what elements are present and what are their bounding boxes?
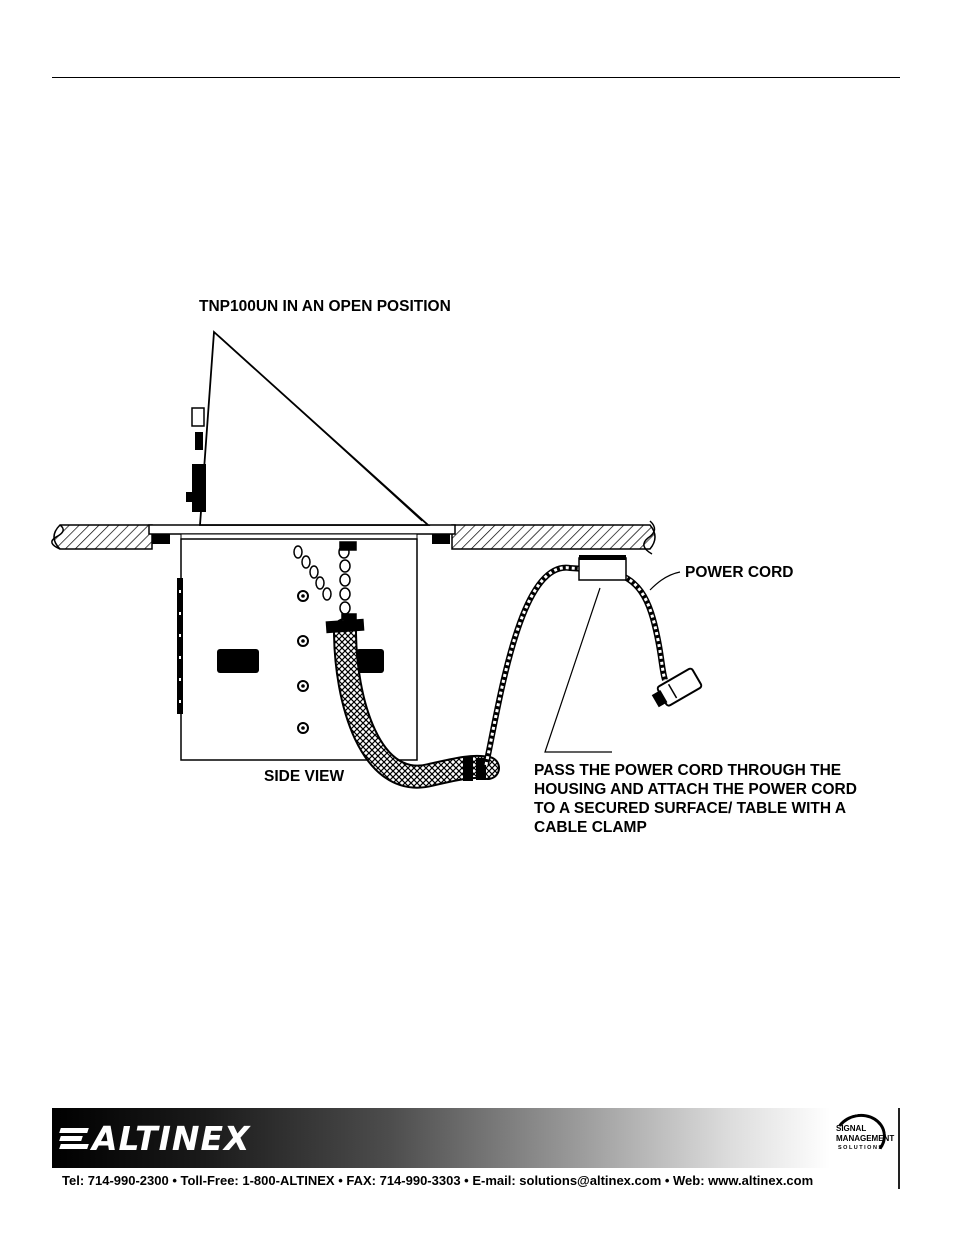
figure-title: TNP100UN IN AN OPEN POSITION bbox=[199, 298, 451, 315]
instruction-line: TO A SECURED SURFACE/ TABLE WITH A bbox=[534, 800, 847, 817]
contact-line: Tel: 714-990-2300 • Toll-Free: 1-800-ALT… bbox=[62, 1173, 814, 1188]
page-footer: ALTINEX SIGNAL MANAGEMENT SOLUTIONS Tel:… bbox=[52, 1108, 900, 1189]
logo-bars-icon bbox=[59, 1126, 90, 1150]
table-surface-left bbox=[51, 524, 153, 550]
housing-box bbox=[177, 538, 418, 761]
power-cord-label: POWER CORD bbox=[685, 564, 794, 581]
instruction-line: CABLE CLAMP bbox=[534, 819, 647, 836]
braided-conduit bbox=[325, 618, 500, 789]
altinex-logo: ALTINEX bbox=[59, 1118, 251, 1158]
badge-line: MANAGEMENT bbox=[836, 1134, 895, 1143]
cable-chain bbox=[293, 541, 357, 623]
open-lid bbox=[186, 330, 431, 526]
footer-banner: ALTINEX SIGNAL MANAGEMENT SOLUTIONS bbox=[52, 1108, 900, 1168]
signal-management-badge: SIGNAL MANAGEMENT SOLUTIONS bbox=[830, 1109, 895, 1165]
power-cord bbox=[483, 555, 703, 766]
instruction-line: HOUSING AND ATTACH THE POWER CORD bbox=[534, 781, 857, 798]
badge-line: SIGNAL bbox=[836, 1124, 867, 1133]
logo-text: ALTINEX bbox=[92, 1118, 251, 1158]
header-rule bbox=[52, 77, 900, 78]
side-view-label: SIDE VIEW bbox=[264, 768, 345, 785]
table-surface-right bbox=[451, 520, 656, 555]
leader-lines bbox=[544, 571, 681, 753]
footer-divider bbox=[898, 1168, 900, 1189]
instruction-line: PASS THE POWER CORD THROUGH THE bbox=[534, 762, 842, 779]
instruction-text: PASS THE POWER CORD THROUGH THE HOUSING … bbox=[534, 761, 857, 837]
badge-line: SOLUTIONS bbox=[838, 1145, 884, 1151]
